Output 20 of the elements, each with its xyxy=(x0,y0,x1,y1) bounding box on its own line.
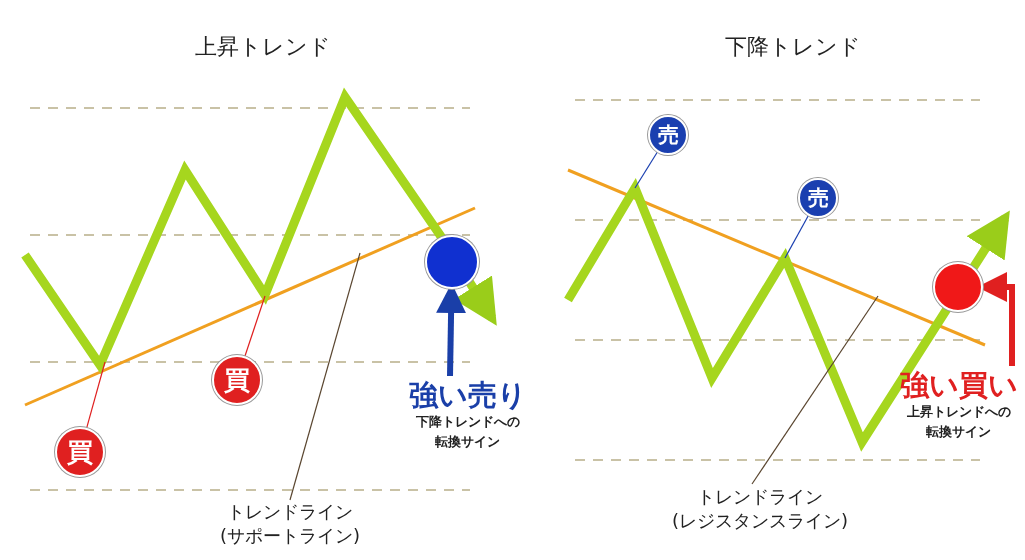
leader-line xyxy=(784,214,809,259)
signal-note: 下降トレンドへの転換サイン xyxy=(415,413,521,451)
signal-heading: 強い買い xyxy=(899,368,1019,402)
panel-title: 下降トレンド xyxy=(725,33,861,61)
signal-badge: 買 xyxy=(55,427,105,477)
panel-title: 上昇トレンド xyxy=(195,33,331,61)
signal-note: 上昇トレンドへの転換サイン xyxy=(906,403,1012,441)
signal-heading: 強い売り xyxy=(408,378,528,412)
signal-badge: 売 xyxy=(648,115,688,155)
signal-badge: 買 xyxy=(212,355,262,405)
leader-line xyxy=(244,295,266,357)
line-caption: トレンドライン (レジスタンスライン) xyxy=(670,485,849,533)
line-caption: トレンドライン (サポートライン) xyxy=(218,500,361,548)
leader-line xyxy=(634,151,658,189)
signal-dot xyxy=(425,235,479,289)
leader-line xyxy=(86,361,106,429)
leader-line xyxy=(751,295,879,485)
leader-line xyxy=(289,252,361,501)
signal-dot xyxy=(933,262,983,312)
signal-badge: 売 xyxy=(798,178,838,218)
